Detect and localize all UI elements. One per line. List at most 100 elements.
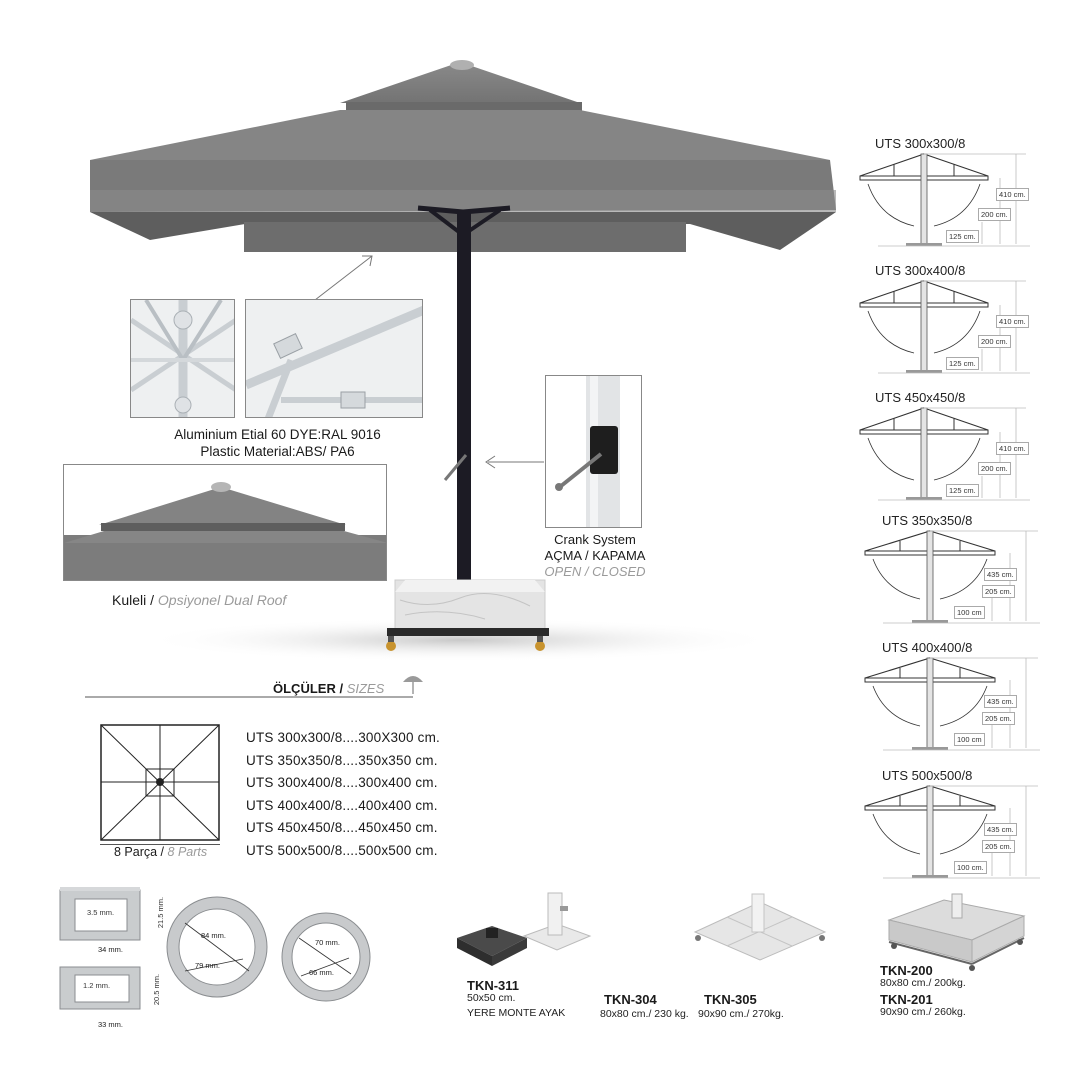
size-diagram: UTS 400x400/8 435 cm. 205 cm. 100 cm <box>862 640 1052 755</box>
parts-en: 8 Parts <box>167 845 208 859</box>
p4-outer: 70 mm. <box>315 938 341 947</box>
crank-title: Crank System <box>554 532 636 547</box>
height-clearance: 100 cm <box>954 733 985 746</box>
diagram-drawing <box>859 407 1030 501</box>
profile-section-4: 70 mm. 66 mm. <box>279 910 373 1004</box>
crank-tr: AÇMA / KAPAMA <box>544 548 646 563</box>
height-canopy: 205 cm. <box>982 840 1015 853</box>
diagram-drawing <box>859 280 1030 374</box>
height-clearance: 125 cm. <box>946 357 979 370</box>
size-diagram: UTS 450x450/8 410 cm. 200 cm. 125 cm. <box>858 390 1048 505</box>
product-size: 90x90 cm./ 260kg. <box>880 1006 966 1018</box>
diagram-title: UTS 400x400/8 <box>882 640 973 655</box>
size-item: UTS 350x350/8....350x350 cm. <box>246 752 438 768</box>
p2-height: 20.5 mm. <box>152 973 162 1006</box>
product-code: TKN-201 <box>880 992 933 1007</box>
height-clearance: 125 cm. <box>946 484 979 497</box>
product-size: 80x80 cm./ 200kg. <box>880 977 966 989</box>
diagram-title: UTS 450x450/8 <box>875 390 966 405</box>
crank-en: OPEN / CLOSED <box>544 564 646 579</box>
height-canopy: 200 cm. <box>978 335 1011 348</box>
product-tkn200: TKN-200 80x80 cm./ 200kg. <box>880 964 966 989</box>
p2-width: 33 mm. <box>98 1020 124 1029</box>
diagram-title: UTS 300x400/8 <box>875 263 966 278</box>
product-tkn201: TKN-201 90x90 cm./ 260kg. <box>880 992 966 1018</box>
frame-detail-right <box>245 299 423 418</box>
diagram-title: UTS 350x350/8 <box>882 513 973 528</box>
product-size: 50x50 cm. <box>467 992 516 1004</box>
height-canopy: 205 cm. <box>982 712 1015 725</box>
base-frame <box>387 628 549 636</box>
canopy-underside <box>90 212 836 250</box>
height-total: 435 cm. <box>984 695 1017 708</box>
product-size: 90x90 cm./ 270kg. <box>698 1008 784 1020</box>
sizes-header-en: SIZES <box>346 681 385 696</box>
product-size: 80x80 cm./ 230 kg. <box>600 1008 689 1020</box>
size-item: UTS 300x400/8....300x400 cm. <box>246 775 438 790</box>
top-view-diagram <box>100 724 220 841</box>
product-code: TKN-304 <box>604 992 657 1007</box>
product-tkn305: TKN-305 90x90 cm./ 270kg. <box>698 993 784 1021</box>
p3-inner: 79 mm. <box>195 961 221 970</box>
height-canopy: 205 cm. <box>982 585 1015 598</box>
diagram-drawing <box>864 785 1040 879</box>
roof-label-en: Opsiyonel Dual Roof <box>157 592 287 608</box>
size-item: UTS 450x450/8....450x450 cm. <box>246 820 438 835</box>
crank-handle <box>443 454 468 481</box>
height-clearance: 100 cm. <box>954 861 987 874</box>
p1-thickness: 3.5 mm. <box>87 908 115 917</box>
material-spec: Aluminium Etial 60 DYE:RAL 9016 Plastic … <box>130 426 425 460</box>
parts-caption: 8 Parça / 8 Parts <box>114 845 207 859</box>
product-tkn305-image <box>690 892 830 964</box>
product-code: TKN-305 <box>704 992 757 1007</box>
dual-roof-detail <box>63 464 387 581</box>
height-canopy: 200 cm. <box>978 208 1011 221</box>
height-clearance: 125 cm. <box>946 230 979 243</box>
profile-section-2: 1.2 mm. 20.5 mm. <box>55 962 161 1022</box>
height-total: 435 cm. <box>984 823 1017 836</box>
crank-caption: Crank System AÇMA / KAPAMA OPEN / CLOSED <box>520 532 670 580</box>
canopy-top <box>90 110 830 160</box>
sizes-header-tr: ÖLÇÜLER / <box>273 681 344 696</box>
product-tkn304: TKN-304 80x80 cm./ 230 kg. <box>600 993 689 1021</box>
height-total: 410 cm. <box>996 315 1029 328</box>
floor-shadow <box>140 618 780 662</box>
profile-section-3: 84 mm. 79 mm. <box>163 893 271 1001</box>
diagram-title: UTS 500x500/8 <box>882 768 973 783</box>
dual-roof-caption: Kuleli / Opsiyonel Dual Roof <box>112 592 286 608</box>
parts-underline <box>100 844 220 845</box>
diagram-drawing <box>864 530 1040 624</box>
size-item: UTS 300x300/8....300X300 cm. <box>246 730 440 745</box>
size-diagram: UTS 300x400/8 410 cm. 200 cm. 125 cm. <box>858 263 1048 378</box>
umbrella-pole <box>457 210 471 630</box>
size-diagram: UTS 500x500/8 435 cm. 205 cm. 100 cm. <box>862 768 1052 883</box>
frame-detail-left <box>130 299 235 418</box>
p4-inner: 66 mm. <box>309 968 335 977</box>
diagram-drawing <box>859 153 1030 247</box>
profile-section-1: 3.5 mm. 21.5 mm. <box>55 885 165 950</box>
roof-finial <box>450 60 474 70</box>
material-line-1: Aluminium Etial 60 DYE:RAL 9016 <box>174 427 381 442</box>
height-canopy: 200 cm. <box>978 462 1011 475</box>
upper-roof <box>340 62 580 103</box>
diagram-title: UTS 300x300/8 <box>875 136 966 151</box>
p1-width: 34 mm. <box>98 945 124 954</box>
height-total: 410 cm. <box>996 188 1029 201</box>
size-list: UTS 300x300/8....300X300 cm. UTS 350x350… <box>246 727 440 862</box>
product-code: TKN-311 <box>467 978 520 993</box>
parts-tr: 8 Parça / <box>114 845 165 859</box>
diagram-drawing <box>864 657 1040 751</box>
product-tkn311-image <box>452 888 592 973</box>
sizes-header: ÖLÇÜLER / SIZES <box>85 670 430 700</box>
height-clearance: 100 cm <box>954 606 985 619</box>
size-diagram: UTS 300x300/8 410 cm. 200 cm. 125 cm. <box>858 136 1048 251</box>
crank-detail <box>545 375 642 528</box>
height-total: 410 cm. <box>996 442 1029 455</box>
p2-thickness: 1.2 mm. <box>83 981 111 990</box>
size-item: UTS 500x500/8....500x500 cm. <box>246 842 438 858</box>
material-line-2: Plastic Material:ABS/ PA6 <box>200 444 355 459</box>
product-desc: YERE MONTE AYAK <box>467 1007 566 1019</box>
p3-outer: 84 mm. <box>201 931 227 940</box>
